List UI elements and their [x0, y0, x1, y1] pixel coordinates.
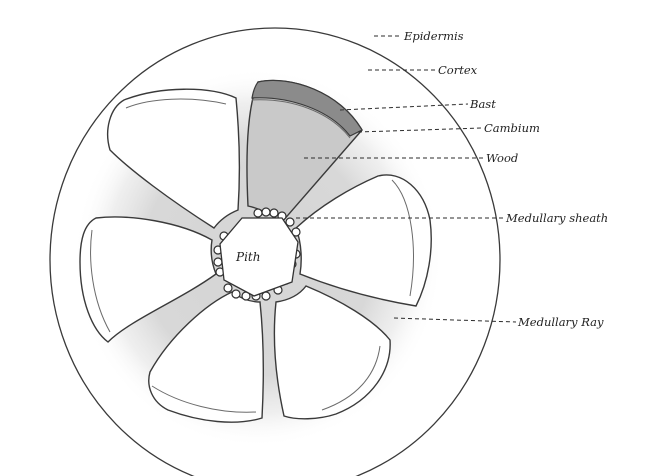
sheath-cell [214, 258, 222, 266]
label-medullary-ray: Medullary Ray [517, 315, 604, 329]
label-medullary-sheath: Medullary sheath [505, 211, 608, 225]
label-cortex: Cortex [438, 63, 478, 77]
sheath-cell [232, 290, 240, 298]
label-cambium: Cambium [484, 121, 540, 135]
label-bast: Bast [469, 97, 496, 111]
label-wood: Wood [486, 151, 518, 165]
sheath-cell [224, 284, 232, 292]
sheath-cell [270, 209, 278, 217]
sheath-cell [254, 209, 262, 217]
sheath-cell [262, 208, 270, 216]
label-epidermis: Epidermis [403, 29, 464, 43]
pith-label: Pith [235, 250, 260, 264]
